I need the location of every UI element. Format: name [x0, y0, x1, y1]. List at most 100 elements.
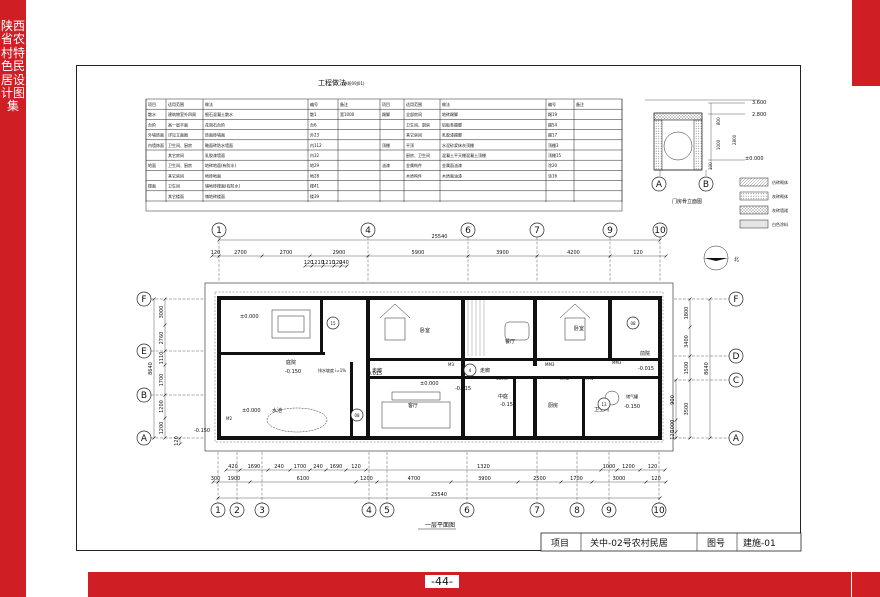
spec-right-cell: 铝板条踢脚	[442, 121, 462, 127]
spec-left-cell: 饰面砖墙面	[205, 132, 225, 138]
axis-label-bottom: 2	[234, 506, 240, 516]
bottom-band	[88, 572, 851, 597]
spec-header-0: 项目	[148, 101, 156, 107]
spec-table: 工程做法 (参照09J01) 项目适用范围做法编号备注项目适用范围做法编号备注散…	[145, 78, 623, 212]
spec-left-cell: 外墙饰面	[148, 132, 164, 138]
title-project-label: 项目	[551, 538, 569, 549]
dim-label: 4700	[408, 476, 421, 482]
dim-label: 240	[339, 260, 349, 266]
axis-bubble-left	[136, 430, 152, 446]
side-band: 陕西省农村特色民居设计图集	[0, 0, 26, 597]
axis-bubble-bottom	[569, 502, 585, 518]
spec-table-title: 工程做法	[318, 78, 346, 87]
axis-bubble-top	[602, 222, 618, 238]
axis-label-bottom: 8	[574, 506, 580, 516]
axis-label-top: 7	[534, 226, 540, 236]
axis-bubble-top	[529, 222, 545, 238]
room-front-yard: 前院	[640, 350, 650, 357]
dim-label: 4200	[567, 250, 580, 256]
spec-left-cell: 地29	[310, 162, 320, 168]
axis-bubble-bottom	[601, 502, 617, 518]
spec-right-cell: 踢19	[548, 112, 558, 117]
door-tag-4: MM1	[584, 376, 594, 381]
axis-bubble-bottom	[254, 502, 270, 518]
axis-bubble-bottom	[529, 502, 545, 518]
dim-label: 2700	[280, 250, 293, 256]
axis-bubble-right	[728, 348, 744, 364]
axis-bubble-right	[728, 430, 744, 446]
door-tag-3: MM3	[545, 362, 555, 367]
axis-bubble-top	[652, 222, 668, 238]
axis-label-left: A	[141, 434, 148, 444]
dim-label: 2700	[234, 250, 247, 256]
north-label: 北	[734, 256, 739, 263]
axis-label-right: D	[733, 352, 740, 362]
spec-right-cell: 踢54	[548, 122, 558, 127]
axis-bubble-left	[136, 291, 152, 307]
spec-header-9: 备注	[576, 101, 584, 107]
dim-label: 3000	[159, 306, 165, 319]
spec-header-2: 做法	[205, 101, 213, 107]
spec-left-cell: 散水	[148, 111, 156, 117]
dim-label: 1690	[248, 464, 261, 470]
gate-elevation-ground: ±0.000	[745, 156, 764, 162]
dim-label: 2500	[533, 476, 546, 482]
door-tag-1: M2	[226, 416, 232, 421]
spec-left-cell: 高一层平面	[168, 121, 188, 127]
spec-right-cell: 涂16	[548, 172, 558, 178]
dim-label: 2760	[159, 332, 165, 345]
spec-left-cell: 散1	[310, 111, 317, 117]
section-ref-3: 08	[354, 413, 360, 418]
dim-label: 1320	[477, 464, 490, 470]
spec-right-cell: 厨房、卫生间	[406, 152, 430, 158]
spec-left-cell: 楼面	[148, 183, 156, 189]
door-tag-6: SGM3	[496, 376, 508, 381]
page-number: -44-	[425, 575, 459, 588]
dim-label: 900	[670, 395, 676, 405]
floor-plan: 北	[136, 222, 744, 530]
spec-left-cell: 花岗石台阶	[205, 121, 225, 127]
gate-axis-b: B	[703, 180, 709, 190]
dim-label: 8640	[704, 362, 710, 375]
axis-label-bottom: 1	[215, 506, 221, 516]
dim-label: 1210	[322, 260, 335, 266]
spec-left-cell: 地砖地面	[205, 172, 221, 178]
axis-bubble-bottom	[379, 502, 395, 518]
legend-item-4: 白色涂料	[772, 221, 788, 227]
section-ref-5: 13	[601, 402, 607, 407]
gate-axis-a: A	[656, 180, 663, 190]
dim-label: 240	[313, 464, 323, 470]
spec-header-7: 做法	[442, 101, 450, 107]
axis-label-top: 10	[654, 226, 666, 236]
dim-label: 6100	[297, 476, 310, 482]
dim-label: 3900	[496, 250, 509, 256]
dim-label: 5900	[412, 250, 425, 256]
spec-left-cell: 地面	[148, 162, 156, 168]
gate-dim-4: 100	[708, 162, 713, 170]
door-tag-7: MM3	[612, 360, 622, 365]
level-5: -0.150	[500, 402, 516, 408]
room-corridor-1: 走廊	[372, 367, 382, 374]
axis-label-right: C	[733, 376, 739, 386]
axis-label-bottom: 4	[366, 506, 372, 516]
spec-header-1: 适用范围	[168, 101, 184, 107]
axis-label-left: E	[141, 347, 147, 357]
dim-label: 3000	[613, 476, 626, 482]
spec-right-cell: 金属构件	[406, 162, 422, 168]
axis-bubble-left	[136, 387, 152, 403]
axis-bubble-top	[211, 222, 227, 238]
dim-label: 120	[333, 260, 343, 266]
room-bedroom-2: 卧室	[574, 325, 584, 332]
spec-left-cell: 其它楼面	[168, 193, 184, 199]
spec-left-cell: 外23	[310, 132, 320, 138]
atlas-title: 陕西省农村特色民居设计图集	[0, 19, 25, 114]
axis-label-top: 4	[365, 226, 371, 236]
legend-item-3: 灰砖墙裙	[772, 207, 788, 213]
legend-item-2: 灰砖砌体	[772, 193, 788, 199]
room-gas-tank: 储气罐	[626, 393, 638, 399]
level-marks: ±0.000 ±0.000 ±0.000 -0.150 -0.150 -0.15…	[194, 314, 654, 434]
spec-right-cell: 木质构件	[406, 172, 422, 178]
dim-label: 1210	[311, 260, 324, 266]
level-4: -0.150	[285, 369, 301, 375]
